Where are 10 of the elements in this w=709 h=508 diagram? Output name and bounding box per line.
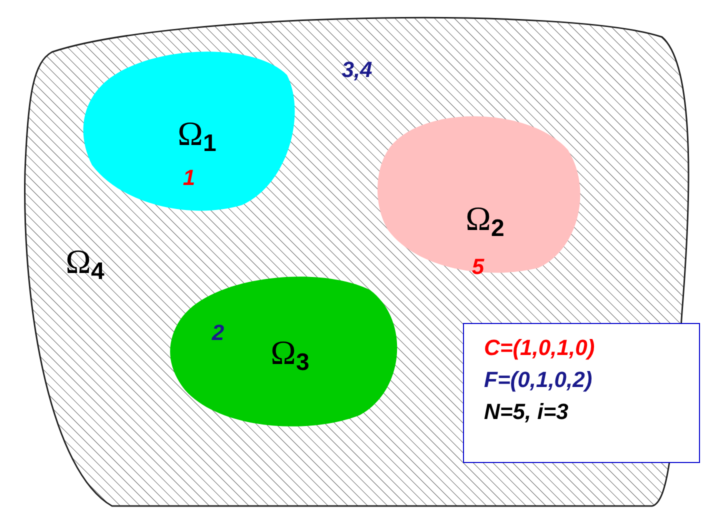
formula-text: F=(0,1,0,2) bbox=[484, 366, 594, 394]
region-label: Ω$_{2}$ bbox=[466, 201, 504, 243]
region-number: 2 bbox=[212, 320, 224, 346]
formula-text: C=(1,0,1,0) bbox=[484, 334, 596, 362]
formula-text: N=5, i=3 bbox=[484, 398, 570, 426]
region-label: Ω$_{1}$ bbox=[178, 116, 216, 158]
region-number: 5 bbox=[472, 254, 484, 280]
region-label: Ω$_{3}$ bbox=[270, 335, 310, 377]
region-number: 1 bbox=[182, 165, 196, 191]
region-label: Ω$_{4}$ bbox=[66, 244, 104, 286]
